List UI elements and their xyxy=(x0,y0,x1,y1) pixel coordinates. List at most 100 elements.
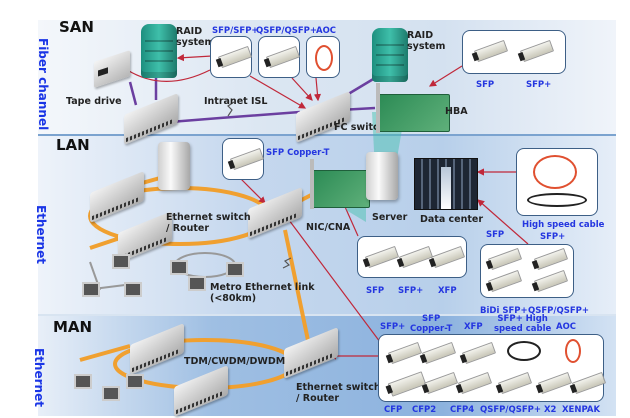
label-xenpak: XENPAK xyxy=(562,405,601,415)
module-box-lan-center xyxy=(357,236,467,278)
server-icon xyxy=(366,152,398,200)
xfp-module-icon xyxy=(461,341,497,365)
metro-break-icon xyxy=(282,257,292,269)
bidi-module-icon xyxy=(487,269,523,293)
label-man-sfpplus: SFP+ xyxy=(380,322,406,332)
label-high-speed-cable: High speed cable xyxy=(522,220,605,230)
label-lan-xfp: XFP xyxy=(438,286,457,296)
raid-system-icon-left xyxy=(141,24,177,78)
label-lan-right-sfp: SFP xyxy=(486,230,505,240)
label-lan-sfp: SFP xyxy=(366,286,385,296)
label-x2: X2 xyxy=(544,405,557,415)
section-title-man: MAN xyxy=(53,318,93,336)
label-raid-left: RAID system xyxy=(176,26,215,48)
side-label-ethernet-lan: Ethernet xyxy=(34,205,48,264)
label-man-high-speed-cable: SFP+ High speed cable xyxy=(494,314,552,334)
section-title-san: SAN xyxy=(59,18,94,36)
sfp-module-icon xyxy=(217,45,253,69)
label-bidi: BiDi SFP+ xyxy=(480,306,528,316)
pc-icon xyxy=(102,386,120,401)
aoc-cable-icon xyxy=(533,155,577,189)
label-cfp2: CFP2 xyxy=(412,405,437,415)
cfp2-module-icon xyxy=(423,371,459,395)
aoc-cable-icon xyxy=(565,339,581,363)
isl-break-icon xyxy=(227,101,235,117)
module-box-sfp xyxy=(210,36,253,78)
sfpplus-module-icon xyxy=(398,245,434,269)
module-box-high-speed-cable xyxy=(516,148,598,216)
label-man-sfp-copper: SFP Copper-T xyxy=(410,314,453,334)
module-box-man xyxy=(378,334,607,402)
raid-system-icon-right xyxy=(372,28,408,82)
label-man-ethernet-switch: Ethernet switch / Router xyxy=(296,382,381,404)
module-box-aoc xyxy=(306,36,340,78)
module-box-sfp-copper xyxy=(222,138,265,180)
cfp4-module-icon xyxy=(457,371,493,395)
label-lan-ethernet-switch: Ethernet switch / Router xyxy=(166,212,251,234)
label-lan-sfpplus: SFP+ xyxy=(398,286,424,296)
aoc-cable-icon xyxy=(315,45,333,71)
label-san-sfpplus: SFP+ xyxy=(526,80,552,90)
data-center-image xyxy=(414,158,478,210)
label-tdm: TDM/CWDM/DWDM xyxy=(184,356,286,367)
qsfp-module-icon xyxy=(265,45,301,69)
pc-icon xyxy=(226,262,244,277)
label-man-qsfp: QSFP/QSFP+ xyxy=(480,405,541,415)
label-data-center: Data center xyxy=(420,214,484,225)
link-metro xyxy=(283,229,312,351)
pc-icon xyxy=(170,260,188,275)
label-man-aoc: AOC xyxy=(556,322,577,332)
pc-icon xyxy=(74,374,92,389)
sfpplus-module-icon xyxy=(533,247,569,271)
dac-cable-icon xyxy=(527,193,587,207)
sfp-copper-module-icon xyxy=(421,341,457,365)
side-label-fiber-channel: Fiber channel xyxy=(36,38,50,131)
label-qsfp: QSFP/QSFP+ xyxy=(256,26,317,36)
dac-cable-icon xyxy=(507,341,541,361)
link-tape-switch xyxy=(128,81,138,106)
label-fc-switch: FC switch xyxy=(334,122,386,133)
label-metro-ethernet: Metro Ethernet link (<80km) xyxy=(210,282,315,304)
hba-card-icon xyxy=(376,83,450,133)
nic-card-icon xyxy=(310,159,370,209)
label-cfp4: CFP4 xyxy=(450,405,475,415)
arrows xyxy=(119,54,529,360)
link-isl xyxy=(169,110,301,124)
label-nic-cna: NIC/CNA xyxy=(306,222,351,233)
link-lan-pc xyxy=(89,236,121,250)
lan-server-icon xyxy=(158,142,190,190)
pc-icon xyxy=(126,374,144,389)
xenpak-module-icon xyxy=(571,371,607,395)
sfp-copper-module-icon xyxy=(229,147,265,171)
qsfp-module-icon xyxy=(497,371,533,395)
pc-icon xyxy=(112,254,130,269)
x2-module-icon xyxy=(537,371,573,395)
label-cfp: CFP xyxy=(384,405,403,415)
bidi-module-icon xyxy=(487,247,523,271)
label-san-sfp: SFP xyxy=(476,80,495,90)
pc-icon xyxy=(124,282,142,297)
cfp-module-icon xyxy=(387,371,427,397)
sfp-module-icon xyxy=(473,39,509,63)
sfpplus-module-icon xyxy=(519,39,555,63)
section-title-lan: LAN xyxy=(56,136,90,154)
sfpplus-module-icon xyxy=(387,341,423,365)
label-hba: HBA xyxy=(445,106,468,117)
label-aoc: AOC xyxy=(316,26,337,36)
label-lan-right-sfpplus: SFP+ xyxy=(540,232,566,242)
label-sfp-sfpplus: SFP/SFP+ xyxy=(212,26,259,36)
module-box-qsfp xyxy=(258,36,301,78)
label-raid-right: RAID system xyxy=(407,30,446,52)
sfp-module-icon xyxy=(364,245,400,269)
label-sfp-copper: SFP Copper-T xyxy=(266,148,330,158)
xfp-module-icon xyxy=(430,245,466,269)
label-server: Server xyxy=(372,212,408,223)
label-intranet-isl: Intranet ISL xyxy=(204,96,268,107)
pc-icon xyxy=(82,282,100,297)
label-man-xfp: XFP xyxy=(464,322,483,332)
pc-icon xyxy=(188,276,206,291)
label-tape-drive: Tape drive xyxy=(66,96,122,107)
module-box-san-right xyxy=(462,30,566,74)
label-lan-qsfp: QSFP/QSFP+ xyxy=(528,306,589,316)
side-label-ethernet-man: Ethernet xyxy=(32,348,46,407)
